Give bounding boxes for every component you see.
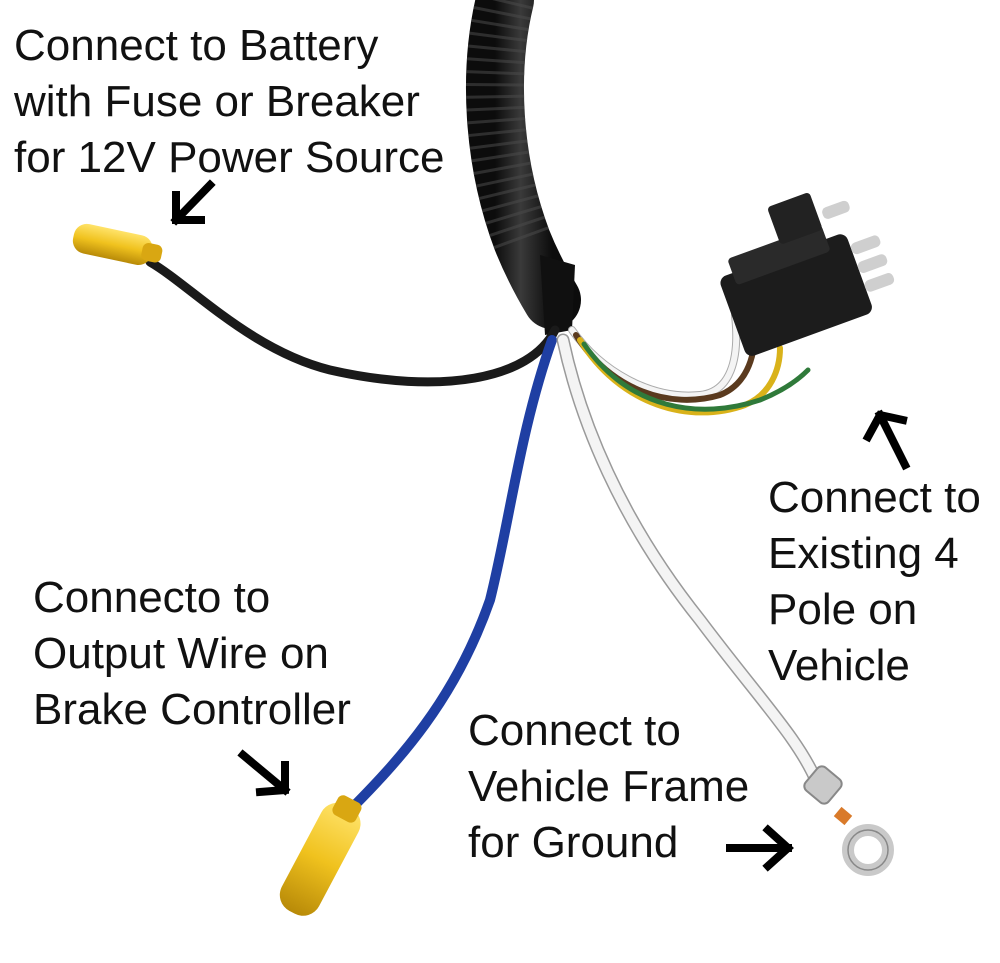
- four-pole-connection-label: Connect to Existing 4 Pole on Vehicle: [768, 470, 981, 694]
- blue-brake-wire: [340, 335, 557, 820]
- ground-ring-terminal: [803, 765, 894, 876]
- battery-butt-connector: [72, 223, 163, 266]
- black-power-wire: [145, 257, 560, 387]
- arrow-down-left-icon: [170, 179, 216, 226]
- label-line: for Ground: [468, 818, 679, 867]
- label-line: Vehicle Frame: [468, 762, 750, 811]
- brake-butt-connector: [279, 795, 362, 916]
- label-line: Connect to Battery: [14, 21, 379, 70]
- battery-connection-label: Connect to Battery with Fuse or Breaker …: [14, 18, 444, 186]
- label-line: Pole on: [768, 585, 918, 634]
- brake-controller-label: Connecto to Output Wire on Brake Control…: [33, 570, 351, 738]
- label-line: Output Wire on: [33, 629, 329, 678]
- label-line: Connect to: [768, 473, 981, 522]
- arrow-right-icon: [726, 824, 794, 872]
- label-line: Connect to: [468, 706, 681, 755]
- label-line: Vehicle: [768, 641, 910, 690]
- label-line: for 12V Power Source: [14, 133, 445, 182]
- four-pole-connector: [720, 193, 895, 356]
- ground-connection-label: Connect to Vehicle Frame for Ground: [468, 703, 749, 871]
- four-pole-wires: [568, 311, 811, 416]
- label-line: Brake Controller: [33, 685, 351, 734]
- label-line: with Fuse or Breaker: [14, 77, 420, 126]
- arrow-down-right-icon: [237, 749, 291, 797]
- label-line: Existing 4: [768, 529, 959, 578]
- label-line: Connecto to: [33, 573, 271, 622]
- arrow-up-left-icon: [862, 409, 911, 471]
- harness-sheath: [465, 0, 581, 335]
